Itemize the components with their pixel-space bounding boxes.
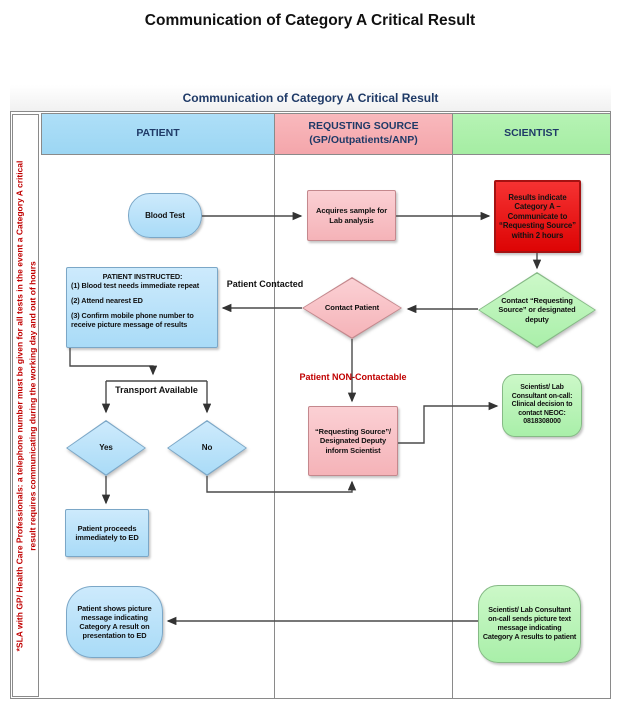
node-blood-test: Blood Test xyxy=(128,193,202,238)
page-title: Communication of Category A Critical Res… xyxy=(144,12,476,29)
lane-divider-1 xyxy=(274,155,275,699)
sidebar-sla-note: *SLA with GP/ Health Care Professionals:… xyxy=(12,114,39,697)
node-requesting-deputy-label: “Requesting Source”/ Designated Deputy i… xyxy=(315,427,391,455)
node-patient-shows-label: Patient shows picture message indicating… xyxy=(77,603,152,641)
decision-transport-no: No xyxy=(167,420,247,476)
decision-contact-patient: Contact Patient xyxy=(302,277,402,339)
node-acquires-sample-label: Acquires sample for Lab analysis xyxy=(315,206,388,225)
node-scientist-sends-label: Scientist/ Lab Consultant on-call sends … xyxy=(482,605,577,641)
column-header-patient: PATIENT xyxy=(41,113,275,155)
column-header-requesting-line2: (GP/Outpatients/ANP) xyxy=(309,134,418,146)
node-blood-test-label: Blood Test xyxy=(145,210,185,220)
column-header-requesting-source: REQUSTING SOURCE (GP/Outpatients/ANP) xyxy=(274,113,453,155)
patient-instructed-item-3: (3) Confirm mobile phone number to recei… xyxy=(71,311,194,330)
column-header-patient-label: PATIENT xyxy=(136,127,180,140)
decision-contact-patient-label: Contact Patient xyxy=(324,303,380,313)
decision-contact-requesting-source-label: Contact “Requesting Source” or designate… xyxy=(498,296,576,324)
node-oncall-text: Scientist/ Lab Consultant on-call: Clini… xyxy=(511,384,573,417)
node-results-indicate-label: Results indicate Category A – Communicat… xyxy=(499,192,576,240)
column-header-requesting-line1: REQUSTING SOURCE xyxy=(308,120,419,133)
patient-instructed-item-1: (1) Blood test needs immediate repeat xyxy=(71,281,200,291)
lane-divider-2 xyxy=(452,155,453,699)
label-transport-available: Transport Available xyxy=(115,385,198,395)
patient-instructed-title: PATIENT INSTRUCTED: xyxy=(102,272,183,281)
node-scientist-sends-picture: Scientist/ Lab Consultant on-call sends … xyxy=(478,585,581,663)
sla-note-line1: *SLA with GP/ Health Care Professionals:… xyxy=(14,160,24,651)
node-results-indicate-category-a: Results indicate Category A – Communicat… xyxy=(494,180,581,253)
flowchart-title-bar: Communication of Category A Critical Res… xyxy=(10,85,611,112)
sla-note-line2: result requires communicating during the… xyxy=(26,260,37,551)
label-patient-non-contactable: Patient NON-Contactable xyxy=(299,372,407,382)
node-acquires-sample: Acquires sample for Lab analysis xyxy=(307,190,396,241)
node-patient-shows-picture: Patient shows picture message indicating… xyxy=(66,586,163,658)
sidebar-sla-note-text: *SLA with GP/ Health Care Professionals:… xyxy=(13,115,38,696)
column-header-scientist-label: SCIENTIST xyxy=(504,127,559,140)
node-scientist-oncall-neoc: Scientist/ Lab Consultant on-call: Clini… xyxy=(502,374,582,437)
node-oncall-phone: 0818308000 xyxy=(523,418,561,426)
decision-yes-label: Yes xyxy=(99,443,113,452)
label-patient-contacted: Patient Contacted xyxy=(226,279,304,289)
node-patient-proceeds-label: Patient proceeds immediately to ED xyxy=(75,523,139,542)
decision-contact-requesting-source: Contact “Requesting Source” or designate… xyxy=(478,272,596,348)
decision-transport-yes: Yes xyxy=(66,420,146,476)
node-requesting-deputy-inform-scientist: “Requesting Source”/ Designated Deputy i… xyxy=(308,406,398,476)
node-patient-proceeds-ed: Patient proceeds immediately to ED xyxy=(65,509,149,557)
node-patient-instructed: PATIENT INSTRUCTED: (1) Blood test needs… xyxy=(66,267,218,348)
decision-no-label: No xyxy=(201,443,213,452)
column-header-scientist: SCIENTIST xyxy=(452,113,611,155)
patient-instructed-item-2: (2) Attend nearest ED xyxy=(71,296,143,306)
